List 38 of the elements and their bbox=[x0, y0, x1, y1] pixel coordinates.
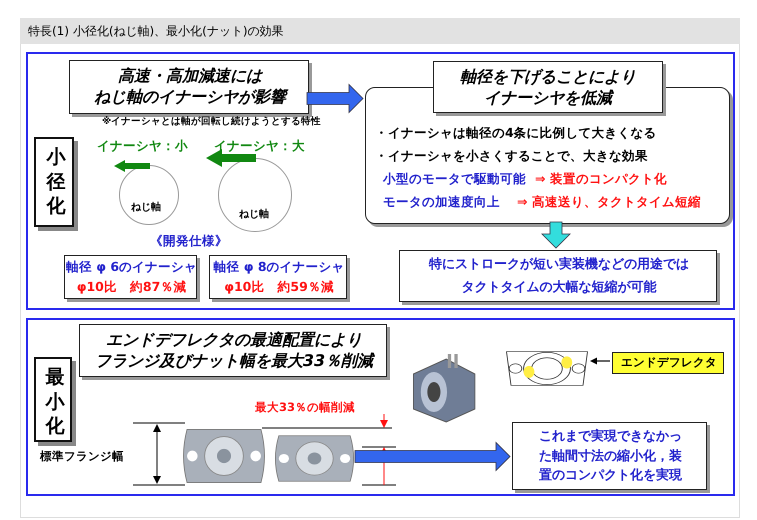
result-text: ⇒ 高速送り、タクトタイム短縮 bbox=[517, 194, 702, 210]
circle-label: ねじ軸 bbox=[239, 208, 270, 221]
note-text: ※イナーシャとは軸が回転し続けようとする特性 bbox=[102, 116, 322, 128]
callout-box bbox=[612, 352, 724, 374]
result-text: ⇒ 装置のコンパクト化 bbox=[535, 171, 668, 188]
page-title: 特長(1) 小径化(ねじ軸)、最小化(ナット)の効果 bbox=[20, 18, 740, 44]
spec-label: 《開発仕様》 bbox=[150, 233, 220, 250]
section-panel bbox=[26, 52, 735, 310]
heading-text: エンドデフレクタの最適配置によりフランジ及びナット幅を最大33％削減 bbox=[94, 329, 376, 372]
effect-text: 小型のモータで駆動可能 bbox=[383, 171, 527, 188]
dimension-label: 最大33％の幅削減 bbox=[255, 400, 356, 415]
block-arrow bbox=[306, 84, 364, 114]
bullet-text: ・イナーシャを小さくすることで、大きな効果 bbox=[375, 148, 649, 164]
heading-tab: 軸径を下げることによりイナーシヤを低減 bbox=[433, 61, 663, 113]
reduction-text: φ10比 約59％減 bbox=[223, 279, 335, 296]
bullet-text: ・イナーシャは軸径の4条に比例して大きくなる bbox=[375, 125, 658, 142]
inertia-label: イナーシヤ：小 bbox=[97, 138, 187, 154]
inertia-text: 軸径 φ 8のイナーシャ bbox=[212, 259, 346, 276]
conclusion-box bbox=[512, 422, 707, 490]
reduction-text: φ10比 約87％減 bbox=[76, 279, 188, 296]
inertia-text: 軸径 φ 6のイナーシャ bbox=[65, 259, 198, 276]
comparison-box bbox=[64, 255, 197, 299]
conclusion-box bbox=[399, 250, 717, 302]
callout-text: エンドデフレクタ bbox=[620, 355, 718, 370]
section-title: 最小化 bbox=[44, 365, 66, 440]
section-panel bbox=[26, 318, 735, 496]
comparison-box bbox=[209, 255, 347, 299]
conclusion-text: これまで実現できなかった軸間寸法の縮小化，装置のコンパクト化を実現 bbox=[538, 428, 683, 485]
circle-label: ねじ軸 bbox=[131, 201, 162, 214]
leader-line bbox=[590, 358, 610, 364]
heading-text: 高速・高加減速にはねじ軸のイナーシヤが影響 bbox=[70, 61, 310, 115]
conclusion-text: 特にストロークが短い実装機などの用途ではタクトタイムの大幅な短縮が可能 bbox=[428, 256, 690, 297]
section-title: 小径化 bbox=[45, 145, 67, 220]
dimension-label: 標準フランジ幅 bbox=[40, 449, 125, 464]
effect-text: モータの加速度向上 bbox=[383, 194, 501, 210]
heading-box bbox=[79, 324, 387, 377]
block-arrow bbox=[541, 222, 571, 249]
block-arrow bbox=[354, 442, 511, 472]
